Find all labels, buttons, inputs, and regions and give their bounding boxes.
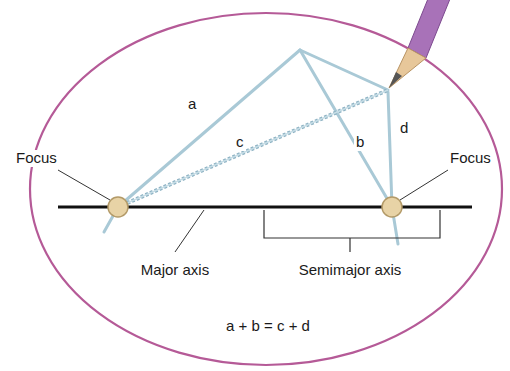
axis-label: Major axis bbox=[139, 262, 211, 279]
string-letter: b bbox=[354, 134, 366, 151]
string-letter: a bbox=[186, 96, 198, 113]
leader-line bbox=[58, 170, 448, 252]
focus-pin bbox=[382, 197, 402, 217]
pencil bbox=[389, 0, 452, 88]
focus-label: Focus bbox=[448, 150, 493, 167]
equation: a + b = c + d bbox=[224, 318, 312, 335]
string-letter: c bbox=[234, 134, 246, 151]
string-letter: d bbox=[398, 120, 410, 137]
semimajor-bracket bbox=[264, 210, 440, 252]
string bbox=[104, 50, 398, 244]
focus-pin bbox=[108, 197, 128, 217]
ellipse-outline bbox=[30, 13, 502, 365]
focus-label: Focus bbox=[14, 150, 59, 167]
braided-string bbox=[118, 90, 388, 207]
axis-label: Semimajor axis bbox=[297, 262, 404, 279]
braided-string bbox=[118, 90, 388, 207]
